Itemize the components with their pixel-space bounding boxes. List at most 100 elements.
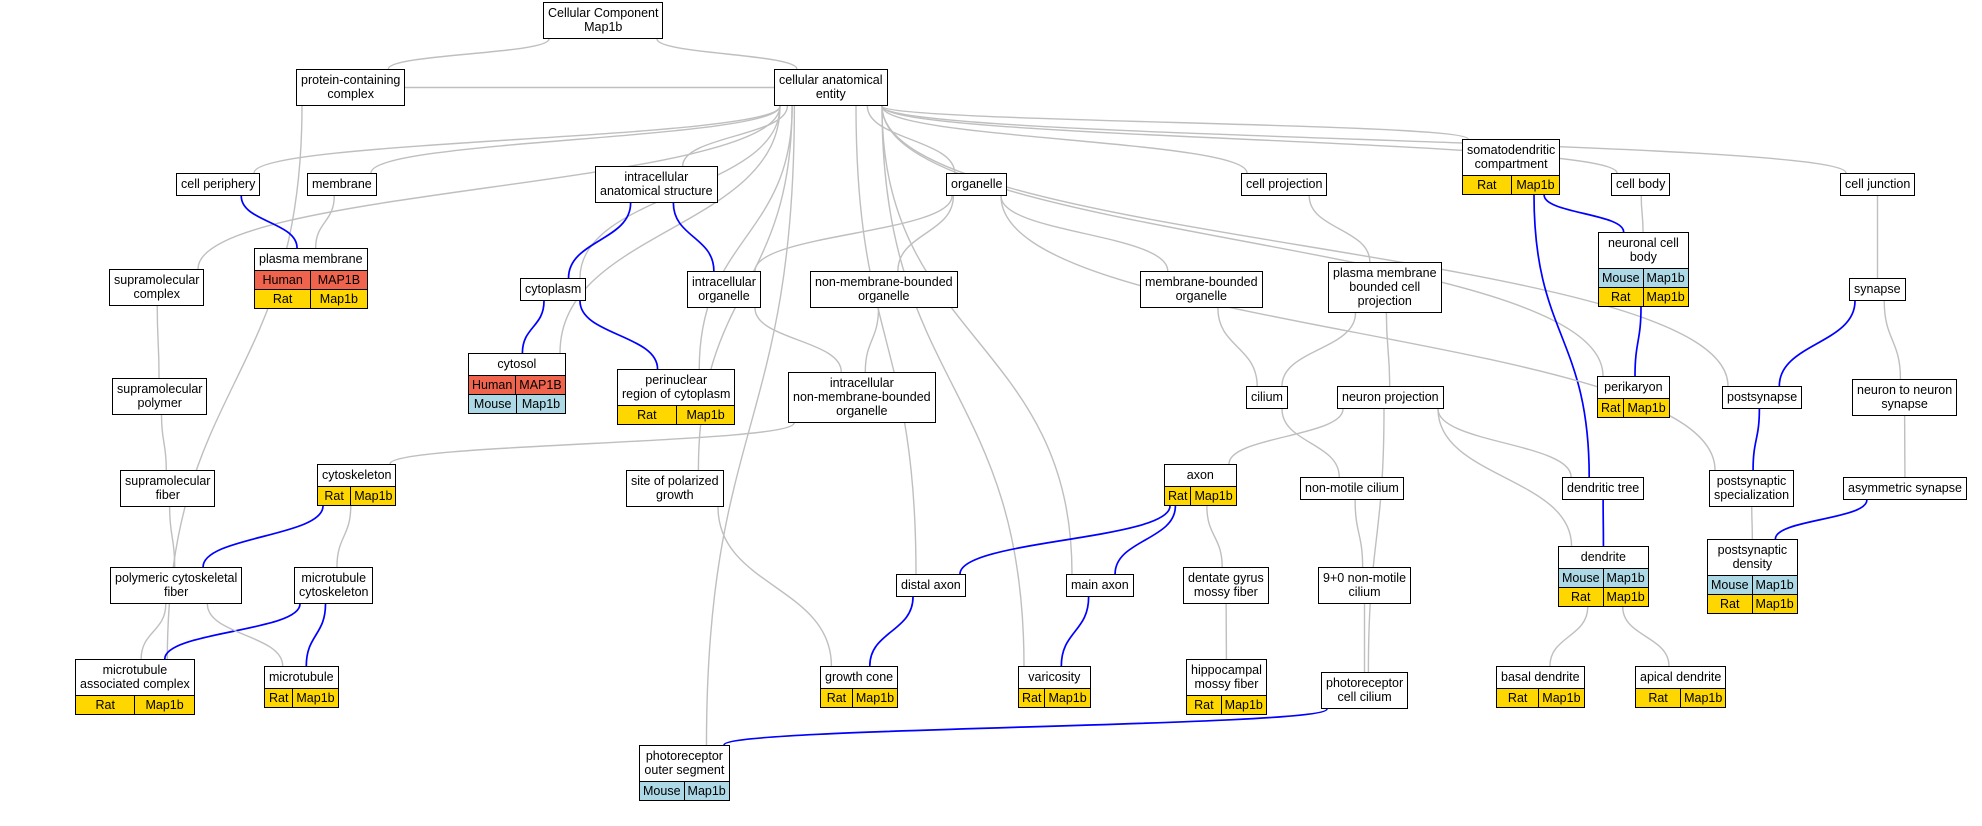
gene-label: Map1b — [134, 696, 193, 714]
edge-pcsf-to-suprafiber — [170, 507, 175, 567]
go-term-cilium: cilium — [1246, 386, 1288, 409]
edge-ias-to-cae — [683, 106, 788, 166]
edge-pcc-to-root — [388, 39, 549, 69]
term-label: postsynapse — [1723, 387, 1801, 408]
edge-mtcyto-to-cytoskeleton — [337, 506, 351, 567]
term-label: asymmetric synapse — [1844, 478, 1966, 499]
edge-cytosol-to-cae — [560, 106, 780, 353]
organism-label: Rat — [1599, 288, 1643, 306]
edge-pcsf-to-cytoskeleton — [203, 506, 323, 567]
edge-psd-to-pss — [1752, 507, 1753, 539]
go-term-cellper: cell periphery — [176, 173, 260, 196]
organism-label: Rat — [1708, 595, 1752, 613]
organism-label: Rat — [1497, 689, 1538, 707]
gene-label: Map1b — [1190, 487, 1235, 505]
gene-label: Map1b — [1680, 689, 1725, 707]
gene-label: Map1b — [350, 487, 395, 505]
term-label: neuron projection — [1338, 387, 1443, 408]
edge-suprapoly-to-supracomplex — [157, 306, 159, 378]
organism-label: Rat — [821, 689, 852, 707]
term-label: non-motile cilium — [1301, 478, 1403, 499]
edge-dtree-to-somato — [1534, 195, 1589, 477]
edge-perikaryon-to-ncb — [1635, 307, 1641, 376]
organism-label: Mouse — [1599, 269, 1643, 287]
term-label: cytoskeleton — [318, 465, 395, 486]
term-label: cell body — [1612, 174, 1669, 195]
go-term-postsynapse: postsynapse — [1722, 386, 1802, 409]
term-label: axon — [1165, 465, 1236, 486]
edge-cellproj-to-cae — [882, 106, 1247, 173]
gene-label: Map1b — [1752, 595, 1797, 613]
edge-somato-to-cae — [882, 106, 1468, 139]
organism-label: Rat — [76, 696, 134, 714]
term-label: main axon — [1067, 575, 1133, 596]
term-label: cilium — [1247, 387, 1287, 408]
edge-mborg-to-organelle — [1001, 196, 1168, 271]
organism-label: Rat — [1598, 399, 1623, 417]
organism-label: Rat — [265, 689, 292, 707]
organism-label: Rat — [1559, 588, 1603, 606]
edge-perinuc-to-cae — [699, 106, 792, 369]
edge-cytosol-to-cytoplasm — [522, 301, 544, 353]
edge-ncb-to-somato — [1544, 195, 1624, 232]
edge-axon-to-neuronproj — [1229, 409, 1343, 464]
edge-mainaxon-to-axon — [1115, 506, 1175, 574]
term-label: cell projection — [1242, 174, 1326, 195]
organism-label: Rat — [618, 406, 676, 424]
organism-label: Rat — [318, 487, 350, 505]
gene-label: Map1b — [1538, 689, 1583, 707]
organism-label: Rat — [1165, 487, 1190, 505]
organism-label: Mouse — [1708, 576, 1752, 594]
gene-label: Map1b — [292, 689, 337, 707]
edge-growthcone-to-distalaxon — [870, 597, 913, 666]
gene-label: Map1b — [1643, 269, 1688, 287]
term-label: apical dendrite — [1636, 667, 1725, 688]
edge-mtac-to-pcsf — [141, 604, 166, 659]
edge-cae-to-root — [657, 39, 797, 69]
go-term-nmcilium: non-motile cilium — [1300, 477, 1404, 500]
edge-varicosity-to-mainaxon — [1061, 597, 1088, 666]
term-label: varicosity — [1019, 667, 1090, 688]
edge-mtac-to-mtcyto — [165, 604, 300, 659]
gene-label: Map1b — [516, 395, 564, 413]
organism-label: Rat — [1463, 176, 1511, 194]
go-term-mainaxon: main axon — [1066, 574, 1134, 597]
edge-intraorg-to-organelle — [755, 196, 952, 271]
gene-label: MAP1B — [310, 271, 366, 289]
edge-cytoplasm-to-ias — [569, 203, 631, 278]
